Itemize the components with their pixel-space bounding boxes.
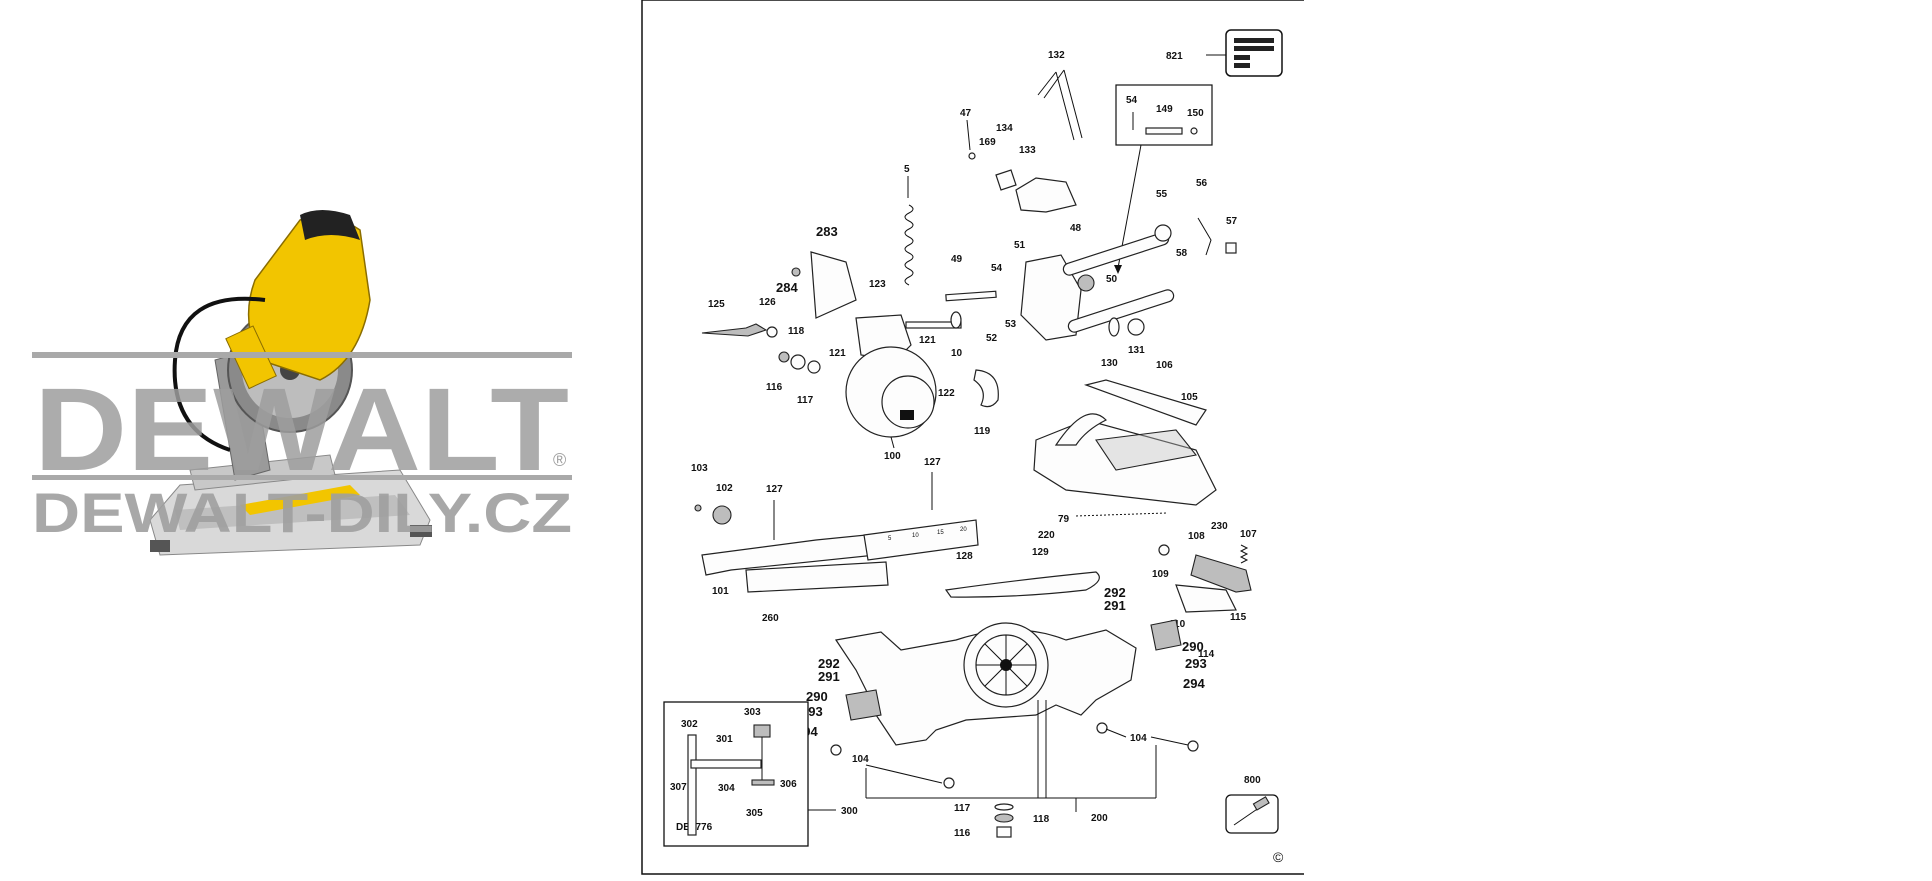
label-301: 301 — [716, 734, 733, 745]
label-102: 102 — [716, 483, 733, 494]
label-122: 122 — [938, 388, 955, 399]
label-116-top: 116 — [766, 382, 783, 393]
label-51: 51 — [1014, 240, 1026, 251]
scale-mark-10: 10 — [912, 533, 919, 539]
product-photo-panel: DEWALT ® DEWALT-DILY.CZ — [0, 0, 640, 876]
label-104-right: 104 — [1130, 733, 1147, 744]
label-129: 129 — [1032, 547, 1049, 558]
label-121-left: 121 — [829, 348, 846, 359]
label-53: 53 — [1005, 319, 1017, 330]
label-291-left: 291 — [818, 669, 840, 684]
label-132: 132 — [1048, 50, 1065, 61]
label-292-right: 292 — [1104, 585, 1126, 600]
label-283: 283 — [816, 224, 838, 239]
label-10: 10 — [951, 348, 963, 359]
label-304: 304 — [718, 783, 735, 794]
label-121-right: 121 — [919, 335, 936, 346]
label-230: 230 — [1211, 521, 1228, 532]
label-126: 126 — [759, 297, 776, 308]
label-130: 130 — [1101, 358, 1118, 369]
label-58: 58 — [1176, 248, 1188, 259]
label-54-box: 54 — [1126, 95, 1138, 106]
label-114: 114 — [1198, 649, 1215, 660]
label-118-bottom: 118 — [1033, 814, 1050, 825]
label-293-right: 293 — [1185, 656, 1207, 671]
label-127-left: 127 — [766, 484, 783, 495]
label-307: 307 — [670, 782, 687, 793]
label-260: 260 — [762, 613, 779, 624]
label-117-top: 117 — [797, 395, 814, 406]
label-123: 123 — [869, 279, 886, 290]
scale-mark-15: 15 — [937, 530, 944, 536]
watermark-site: DEWALT-DILY.CZ — [32, 481, 572, 544]
scale-mark-5: 5 — [888, 536, 892, 542]
label-118-top: 118 — [788, 326, 805, 337]
label-305: 305 — [746, 808, 763, 819]
watermark-bar-top — [32, 352, 572, 358]
label-150: 150 — [1187, 108, 1204, 119]
label-55: 55 — [1156, 189, 1168, 200]
label-103: 103 — [691, 463, 708, 474]
watermark-brand: DEWALT — [34, 364, 569, 496]
product-photo: DEWALT ® DEWALT-DILY.CZ — [32, 210, 572, 556]
copyright-mark: © — [1273, 849, 1284, 865]
label-290-right: 290 — [1182, 639, 1204, 654]
label-106: 106 — [1156, 360, 1173, 371]
label-57: 57 — [1226, 216, 1238, 227]
label-302: 302 — [681, 719, 698, 730]
label-104-left: 104 — [852, 754, 869, 765]
label-115: 115 — [1230, 612, 1247, 623]
label-303: 303 — [744, 707, 761, 718]
watermark-bar-bottom — [32, 475, 572, 480]
label-149: 149 — [1156, 104, 1173, 115]
label-294-right: 294 — [1183, 676, 1205, 691]
label-107: 107 — [1240, 529, 1257, 540]
label-100: 100 — [884, 451, 901, 462]
label-220: 220 — [1038, 530, 1055, 541]
label-116-bottom: 116 — [954, 828, 971, 839]
watermark-registered-mark: ® — [553, 450, 566, 470]
label-117-bottom: 117 — [954, 803, 971, 814]
label-284: 284 — [776, 280, 798, 295]
manual-icon — [1225, 29, 1283, 77]
scale-mark-20: 20 — [960, 527, 967, 533]
label-291-right: 291 — [1104, 598, 1126, 613]
label-300: 300 — [841, 806, 858, 817]
label-79: 79 — [1058, 514, 1070, 525]
label-125: 125 — [708, 299, 725, 310]
label-800: 800 — [1244, 775, 1261, 786]
label-169: 169 — [979, 137, 996, 148]
label-48: 48 — [1070, 223, 1082, 234]
label-131: 131 — [1128, 345, 1145, 356]
label-54-main: 54 — [991, 263, 1003, 274]
label-134: 134 — [996, 123, 1013, 134]
label-105: 105 — [1181, 392, 1198, 403]
exploded-parts-diagram: 821 132 54 149 150 47 169 134 133 5 283 … — [641, 0, 1309, 875]
label-128: 128 — [956, 551, 973, 562]
label-101: 101 — [712, 586, 729, 597]
label-47: 47 — [960, 108, 972, 119]
label-821: 821 — [1166, 51, 1183, 62]
label-127-center: 127 — [924, 457, 941, 468]
label-119: 119 — [974, 426, 991, 437]
parts-diagram-panel: 821 132 54 149 150 47 169 134 133 5 283 … — [636, 0, 1309, 876]
label-52: 52 — [986, 333, 998, 344]
label-49: 49 — [951, 254, 963, 265]
label-290-left: 290 — [806, 689, 828, 704]
label-5: 5 — [904, 164, 910, 175]
label-133: 133 — [1019, 145, 1036, 156]
label-306: 306 — [780, 779, 797, 790]
hold-down-clamp-post — [687, 734, 697, 836]
label-108: 108 — [1188, 531, 1205, 542]
label-56: 56 — [1196, 178, 1208, 189]
bevel-scale — [863, 519, 979, 561]
label-109: 109 — [1152, 569, 1169, 580]
label-292-left: 292 — [818, 656, 840, 671]
label-50: 50 — [1106, 274, 1118, 285]
label-200: 200 — [1091, 813, 1108, 824]
detail-box-pin — [1115, 84, 1213, 146]
power-cord-icon — [1225, 794, 1279, 834]
